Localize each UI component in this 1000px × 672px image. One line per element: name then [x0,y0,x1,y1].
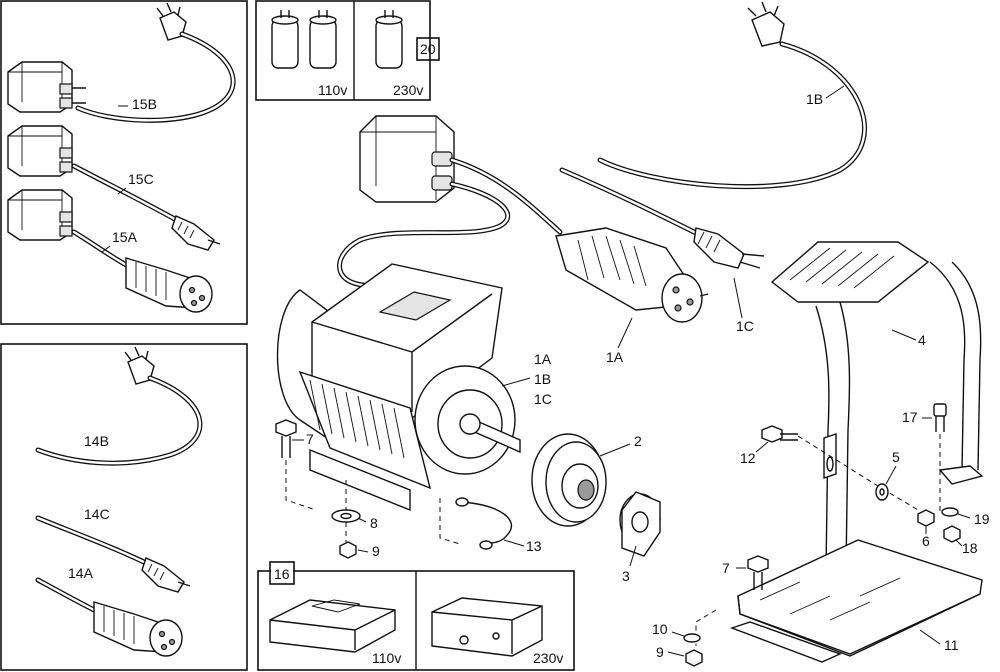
terminal-cover-230v [431,597,543,657]
handle-nut [917,509,935,527]
callout-13: 13 [526,538,542,554]
terminal-box-15b [7,61,86,113]
capacitor-110v-a [271,10,299,69]
callout-6: 6 [922,533,930,549]
callout-14a: 14A [68,565,94,581]
callout-1b-motor: 1B [534,371,551,387]
base-washer [683,633,701,643]
inset-frame-15 [0,0,248,325]
callout-2: 2 [634,433,642,449]
callout-9-base: 9 [656,644,664,660]
callout-9-motor: 9 [372,543,380,559]
callout-14c: 14C [84,506,110,522]
callout-14b: 14B [84,433,109,449]
callout-1a-motor: 1A [534,351,552,367]
inset-frame-14 [0,343,248,671]
inset-cables-14: 14B 14C 14A [0,343,248,671]
label-capacitor-230v: 230v [393,82,423,98]
industrial-plug-1a [555,227,709,323]
label-terminal-110v: 110v [372,650,401,666]
base-bolt [695,555,769,646]
part-number-box-20 [416,37,440,61]
callout-1c-plug: 1C [736,318,754,334]
terminal-box-15c [7,125,221,251]
callout-5: 5 [892,449,900,465]
callout-15b: 15B [132,96,157,112]
terminal-cover-110v [269,599,396,653]
motor-nut [339,541,357,559]
inset-cables-15: 15B 15C 15A [0,0,248,325]
callout-4: 4 [918,332,926,348]
callout-7-base: 7 [722,560,730,576]
motor-terminal-box [337,115,563,288]
callout-20: 20 [420,41,436,57]
terminal-box-15a [7,189,213,313]
frame-washer [941,507,959,517]
label-capacitor-110v: 110v [318,82,347,98]
callout-12: 12 [740,450,756,466]
schuko-plug-1c [559,167,765,269]
callout-1b-plug: 1B [806,91,823,107]
capacitor-230v [375,10,403,69]
callout-15c: 15C [128,171,154,187]
base-nut [685,649,703,667]
callout-10: 10 [652,621,668,637]
uk-plug-1b [597,1,868,190]
motor-mount-bolt [275,419,317,511]
inset-frame-20 [255,0,431,101]
electric-motor [276,263,521,512]
callout-11: 11 [944,637,959,653]
frame-nut [943,525,961,543]
callout-19: 19 [974,511,990,527]
uk-plug-14b [35,346,203,466]
callout-8: 8 [370,515,378,531]
handle-frame [770,241,984,571]
label-terminal-230v: 230v [533,650,563,666]
callout-1c-motor: 1C [534,391,552,407]
earth-lead [439,497,513,550]
pulley [531,433,607,527]
callout-17: 17 [902,409,918,425]
capacitor-110v-b [309,10,337,69]
callout-15a: 15A [112,229,138,245]
part-number-box-16 [269,561,295,585]
callout-1a-plug: 1A [606,349,624,365]
uk-plug-15b [75,2,236,123]
motor-washer [331,509,361,523]
inset-capacitors: 20 110v 230v [255,0,440,101]
industrial-plug-14a [35,577,183,657]
callout-16: 16 [274,566,290,582]
callout-7-motor: 7 [306,431,314,447]
frame-screw [933,403,947,514]
inset-terminal-boxes: 16 110v 230v [257,561,575,671]
handle-washer [875,483,889,501]
schuko-plug-14c [35,515,191,593]
base-plate [729,539,983,663]
callout-3: 3 [622,568,630,584]
callout-18: 18 [962,540,978,556]
taper-bush [619,491,661,557]
